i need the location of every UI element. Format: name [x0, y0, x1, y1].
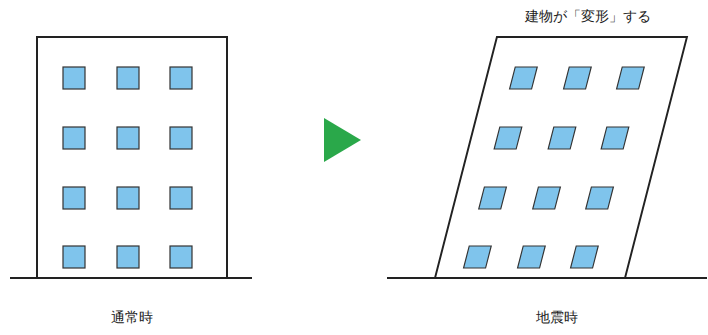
- annotation-label: 建物が「変形」する: [525, 8, 651, 25]
- deformed-building: [387, 37, 707, 278]
- normal-building: [10, 37, 252, 278]
- state-caption: 通常時: [111, 309, 153, 326]
- ground-line: [387, 277, 707, 279]
- arrow-triangle: [324, 118, 361, 162]
- state-caption: 地震時: [536, 309, 578, 326]
- ground-line: [10, 277, 252, 279]
